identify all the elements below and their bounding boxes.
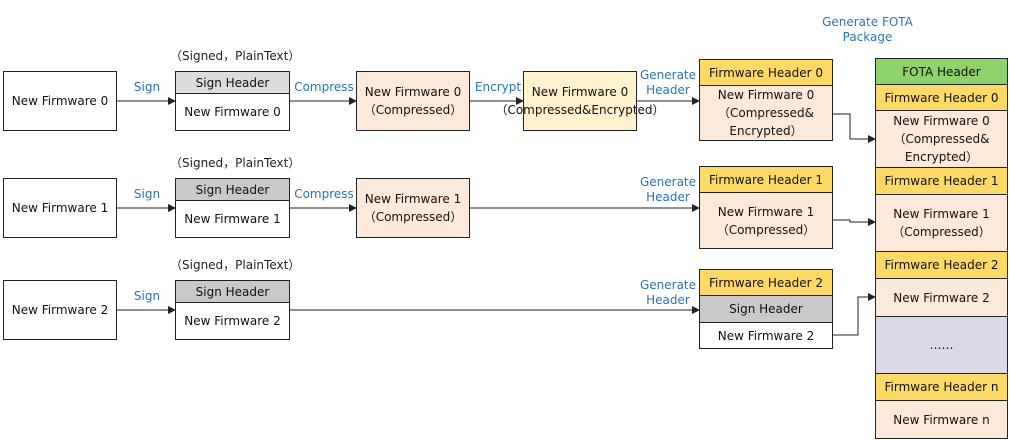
pkg-fw-body-0: New Firmware 0（Compressed& Encrypted） [875, 110, 1008, 168]
fw-body-2: New Firmware 2 [699, 322, 833, 349]
signed-body-1: New Firmware 1 [175, 200, 290, 238]
gen-header-label-1: Generate Header [639, 175, 697, 204]
pkg-fw-body-1: New Firmware 1（Compressed） [875, 194, 1008, 252]
fw-sign-header-2: Sign Header [699, 295, 833, 323]
signed-note-0: （Signed，PlainText） [170, 49, 301, 63]
compressed-box-1: New Firmware 1（Compressed） [356, 178, 470, 238]
input-firmware-2: New Firmware 2 [3, 280, 117, 340]
signed-body-2: New Firmware 2 [175, 302, 290, 340]
fota-title: Generate FOTA Package [822, 15, 913, 44]
pkg-fw-header-n: Firmware Header n [875, 373, 1008, 401]
gen-header-label-0: Generate Header [639, 68, 697, 97]
input-firmware-1: New Firmware 1 [3, 178, 117, 238]
compress-label-1: Compress [294, 187, 354, 201]
arrow-pack-2 [833, 293, 876, 336]
sign-header-1: Sign Header [175, 178, 290, 201]
encrypt-label-0: Encrypt [474, 80, 522, 94]
signed-note-2: （Signed，PlainText） [170, 258, 301, 272]
fw-header-1: Firmware Header 1 [699, 166, 833, 193]
compressed-box-0: New Firmware 0（Compressed） [356, 71, 470, 131]
arrow-pack-0 [833, 113, 876, 143]
compress-label-0: Compress [294, 80, 354, 94]
sign-label-2: Sign [133, 289, 161, 303]
pkg-fw-header-0: Firmware Header 0 [875, 84, 1008, 111]
sign-label-1: Sign [133, 187, 161, 201]
sign-header-0: Sign Header [175, 71, 290, 94]
input-firmware-0: New Firmware 0 [3, 71, 117, 131]
pkg-fw-body-n: New Firmware n [875, 400, 1008, 439]
gen-header-label-2: Generate Header [639, 278, 697, 307]
arrow-pack-1 [833, 218, 876, 226]
sign-label-0: Sign [133, 80, 161, 94]
signed-body-0: New Firmware 0 [175, 93, 290, 131]
pkg-ellipsis: …… [875, 316, 1008, 374]
encrypted-box-0: New Firmware 0（Compressed&Encrypted） [495, 71, 665, 131]
fw-header-2: Firmware Header 2 [699, 269, 833, 296]
signed-note-1: （Signed，PlainText） [170, 156, 301, 170]
sign-header-2: Sign Header [175, 280, 290, 303]
fw-body-1: New Firmware 1（Compressed） [699, 192, 833, 249]
fota-header: FOTA Header [875, 58, 1008, 85]
pkg-fw-header-1: Firmware Header 1 [875, 167, 1008, 195]
fw-header-0: Firmware Header 0 [699, 59, 833, 86]
pkg-fw-body-2: New Firmware 2 [875, 278, 1008, 317]
pkg-fw-header-2: Firmware Header 2 [875, 251, 1008, 279]
fw-body-0: New Firmware 0（Compressed& Encrypted） [699, 85, 833, 141]
